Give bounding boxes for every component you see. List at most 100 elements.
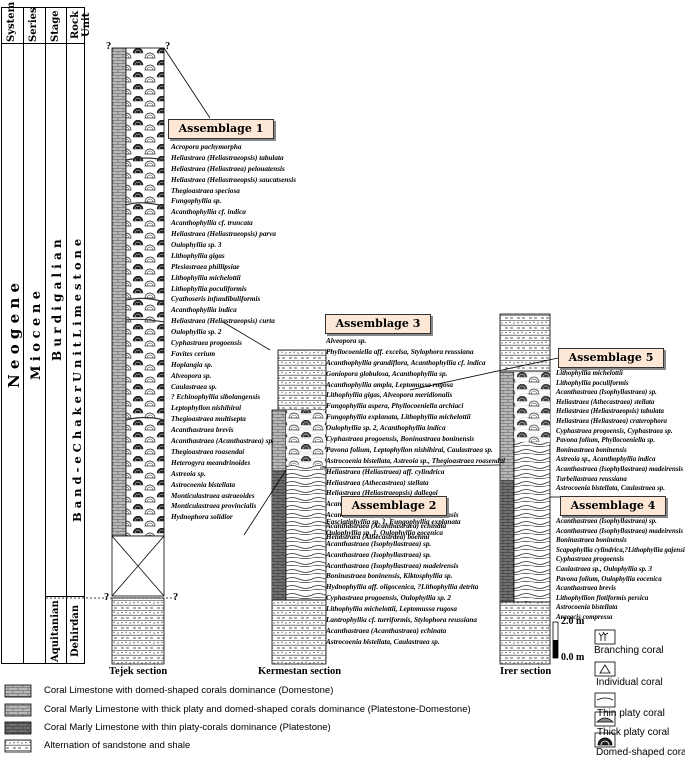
species: Astrocoenia bistellata <box>556 604 618 612</box>
species: Heliastraea (Heliastraea) aff. cylindric… <box>326 467 445 476</box>
species: Turbellastraea reussiana <box>556 475 627 483</box>
scale-bar <box>552 621 559 659</box>
species: Acanthastraea brevis <box>171 426 234 435</box>
individual-coral-label: Individual coral <box>596 677 663 688</box>
kermestan-section-label: Kermestan section <box>258 666 342 677</box>
species: Acanthastraea (Isophyllastraea) madeiren… <box>556 527 684 535</box>
species: Monticulastraea provincialis <box>171 502 257 511</box>
scale-bottom-label: 0.0 m <box>561 652 585 663</box>
species: Fasciatiphyllia sp. 1, Fungophyllia expl… <box>326 518 461 526</box>
species: Heliastraea (Heliastraeopsis) saucatsens… <box>171 175 296 184</box>
species: Heliastraea (Athecastraea) stellata <box>326 478 429 487</box>
species: Heliastraea (Heliastraeopsis) parva <box>171 230 277 239</box>
species: Caulastraea sp., Oulophyllia sp. 3 <box>556 565 652 573</box>
species: Oulophyllia sp. 2 <box>171 328 222 337</box>
species: Leptophyllon nishihirai <box>171 404 242 413</box>
species: Fungophyllia sp. <box>171 197 222 206</box>
tejek-column <box>46 47 175 665</box>
species: Lithophyllia michelottii <box>556 370 623 377</box>
assemblage-4-list: Acanthastraea (Isophyllastraea) sp. Acan… <box>556 517 685 623</box>
species: Acanthastraea (Isophyllastraea) madeiren… <box>556 465 684 473</box>
assemblage-2-title: Assemblage 2 <box>341 496 447 516</box>
irer-column <box>499 313 551 665</box>
species: Cyathoseris infundibuliformis <box>171 295 261 304</box>
strat-table <box>1 7 85 664</box>
species: Heliastraea (Heliastraea) pelouatensis <box>171 164 285 173</box>
species: Pavona folium, Oulophyllia eocenica <box>556 575 662 583</box>
tejek-section-label: Tejek section <box>109 666 168 677</box>
species: Heliastraea (Heliastraea) craterophora <box>556 417 668 425</box>
species: Araeacis compressa <box>556 613 613 621</box>
species: Favites cerium <box>171 349 216 358</box>
species: Acanthastraea (Isophyllastraea) sp. <box>556 389 657 397</box>
species: Oulophyllia sp. 1, Oulophyllia eocenica <box>326 528 443 537</box>
species: Acanthophyllia cf. indica <box>171 208 246 217</box>
species: Acanthastraea (Isophyllastraea) sp. <box>326 539 432 548</box>
species: Oulophyllia sp. 3 <box>171 241 222 250</box>
species: Acanthophyllia grandiflora, Acanthophyll… <box>326 358 486 367</box>
species: Goniopora globulosa, Acanthophyllia sp. <box>326 369 448 378</box>
stage-rule <box>45 596 85 597</box>
species: Heliastraea (Heliastraeopsis) dallegoi <box>326 489 438 498</box>
assemblage-3-title: Assemblage 3 <box>325 314 431 334</box>
legend-swatches <box>4 684 32 753</box>
species: Heliastraea (Athecastraea) stellata <box>556 398 655 406</box>
species: Lithophyllia poculiformis <box>556 379 629 387</box>
species: Fungophyllia explanata, Lithophyllia mic… <box>326 413 471 422</box>
species: Cyphastraea progoensis, Oulophyllia sp. … <box>326 594 451 603</box>
legend-sandstone-shale: Alternation of sandstone and shale <box>44 740 191 751</box>
species: Oulophyllia sp. 2, Acanthophyllia indica <box>326 424 446 433</box>
strat-table-divider <box>45 7 46 664</box>
species: Hydnophyllia aff. oligocenica, ?Lithophy… <box>326 583 479 592</box>
species: Acropora pachymorpha <box>171 143 242 151</box>
species: Cyphastraea progoensis <box>556 556 624 564</box>
species: Scapophyllia cylindrica,?Lithophyllia ga… <box>556 546 685 554</box>
assemblage-5-title: Assemblage 5 <box>558 348 664 368</box>
species: Alveopora sp. <box>171 371 212 380</box>
assemblage-1-title: Assemblage 1 <box>168 119 274 139</box>
species: Pavona folium, Phyllocoeniella sp. <box>556 437 655 445</box>
irer-section-label: Irer section <box>500 666 552 677</box>
assemblage-2-list: Fasciatiphyllia sp. 1, Fungophyllia expl… <box>326 517 478 648</box>
thick-platy-coral-label: Thick platy coral <box>597 727 670 738</box>
legend-domestone: Coral Limestone with domed-shaped corals… <box>44 685 334 696</box>
species: Monticulastraea astraeoides <box>171 491 255 500</box>
assemblage-4-title: Assemblage 4 <box>560 496 666 516</box>
species: Lithophyllia michelottii, Leptomussa rug… <box>326 605 457 614</box>
species: Acanthastraea (Isophyllastraea) sp. <box>326 550 432 559</box>
species: Astreoia sp., Acanthophyllia indica <box>556 456 656 464</box>
legend-platestone: Coral Marly Limestone with thin platy-co… <box>44 722 331 733</box>
question-mark: ? <box>106 41 112 52</box>
species: Plesiastraea phillipsiae <box>171 262 240 271</box>
species: Cyphastraea progoensis, Cyphastraea sp. <box>556 427 673 435</box>
species: Heliastraea (Athecastraea) boehmi <box>326 533 430 542</box>
species: Boninastraea boninensis <box>556 446 627 454</box>
question-mark: ? <box>165 41 171 52</box>
species: Lithophyllia gigas <box>171 251 225 260</box>
legend-platestone-domestone: Coral Marly Limestone with thick platy a… <box>44 704 471 715</box>
species: Lantrophyllia cf. turriformis, Stylophor… <box>326 616 477 625</box>
species: Acanthastraea (Acanthastraea) sp. <box>171 437 274 446</box>
assemblage-5-list: Lithophyllia michelottii Lithophyllia po… <box>556 369 683 494</box>
strat-table-divider <box>23 7 24 664</box>
branching-coral-label: Branching coral <box>594 645 664 656</box>
species: Heliastraea (Heliastraeopsis) tabulata <box>171 153 284 162</box>
species: Hoplangia sp. <box>171 360 213 369</box>
species: Thegioastraea speciosa <box>171 186 240 195</box>
species: Heliastraea (Heliastraeopsis) curta <box>171 317 275 326</box>
thin-platy-coral-label: Thin platy coral <box>597 708 665 719</box>
species: Hydnophora solidior <box>171 513 233 522</box>
species: Cyphastraea progoensis, Boninastraea bon… <box>326 435 475 444</box>
species: Astrocoenia bistellata <box>171 480 236 489</box>
species: Acanthophyllia cf. truncata <box>171 219 253 228</box>
species: Boninastraea boninensis, Kiktosphyllia s… <box>326 572 453 581</box>
species: Fungophyllia aspera, Phyllocoeniella arc… <box>326 402 464 411</box>
domed-coral-label: Domed-shaped coral <box>596 747 685 758</box>
species: Heliastraea (Heliastraeopsis) tabulata <box>556 408 664 416</box>
pointer-lines <box>163 47 560 536</box>
species: Lithophyllia poculiformis <box>171 284 247 293</box>
species: Alveopora sp. <box>326 337 367 345</box>
scale-top-label: 2.0 m <box>561 616 585 627</box>
species: Astreoia sp. <box>171 469 206 478</box>
